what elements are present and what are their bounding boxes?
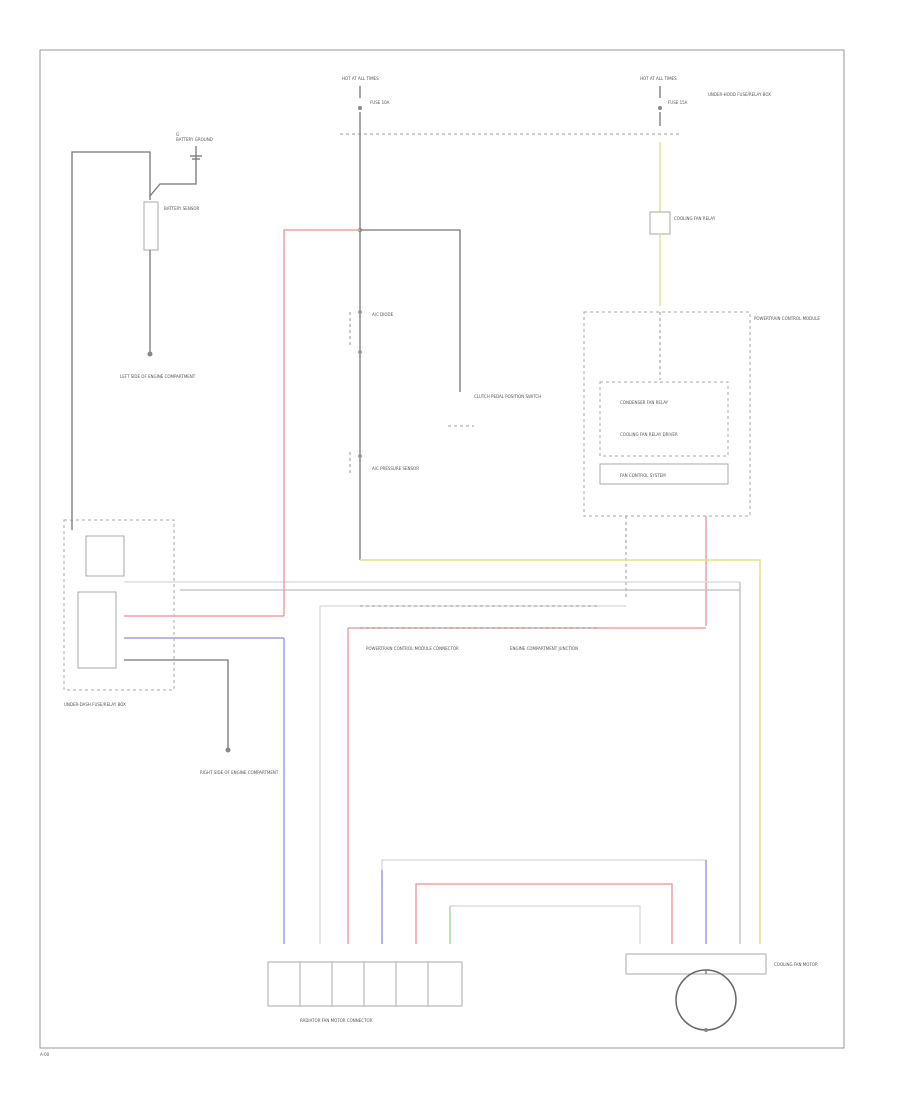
label-sensor-note: A/C PRESSURE SENSOR [372,466,419,471]
label-fuse-right-note: UNDER-HOOD FUSE/RELAY BOX [708,92,771,97]
label-hot-left: HOT AT ALL TIMES [342,76,379,81]
battery-sensor-branch: G BATTERY GROUND BATTERY SENSOR LEFT SID… [71,132,213,520]
label-pcm-box1: CONDENSER FAN RELAY [620,400,669,405]
label-hot-right: HOT AT ALL TIMES [640,76,677,81]
label-ground-top-left-note: BATTERY GROUND [176,137,213,142]
label-gnd-mid-note: RIGHT SIDE OF ENGINE COMPARTMENT [200,770,279,775]
battery-sensor-resistor [143,201,159,251]
pcm-box-condenser [599,381,729,457]
diode-switch-icon [349,310,362,354]
pcm-box-fan-control [599,463,729,485]
ground-mid-icon [225,747,231,753]
bottom-connector: RADIATOR FAN MOTOR CONNECTOR [267,961,463,1023]
label-pcm-box3: FAN CONTROL SYSTEM [620,473,666,478]
label-pcm-box2: COOLING FAN RELAY DRIVER [620,432,678,437]
label-fuse-left: FUSE 10A [370,100,390,105]
label-gnd-left-note: LEFT SIDE OF ENGINE COMPARTMENT [120,374,196,379]
label-bottom-connector: RADIATOR FAN MOTOR CONNECTOR [300,1018,373,1023]
label-connector-1: POWERTRAIN CONTROL MODULE CONNECTOR [366,646,459,651]
under-dash-module: UNDER-DASH FUSE/RELAY BOX [63,519,175,707]
fuse-box-top [340,86,680,135]
relay-block-bottom [77,591,117,669]
label-connector-2: ENGINE COMPARTMENT JUNCTION [510,646,578,651]
label-right-relay-note: COOLING FAN RELAY [674,216,716,221]
label-left-module: UNDER-DASH FUSE/RELAY BOX [64,702,126,707]
center-circuit: A/C DIODE CLUTCH PEDAL POSITION SWITCH A… [349,126,541,560]
fuse-right-icon [658,106,662,110]
cooling-fan-relay [649,211,671,235]
label-motor: COOLING FAN MOTOR [774,962,818,967]
label-pcm: POWERTRAIN CONTROL MODULE [754,316,820,321]
label-resistor-note: BATTERY SENSOR [164,206,199,211]
fan-motor: COOLING FAN MOTOR [625,953,818,1032]
motor-icon [675,969,737,1031]
label-fuse-right: FUSE 15A [668,100,688,105]
right-circuit: COOLING FAN RELAY POWERTRAIN CONTROL MOD… [583,142,820,626]
footer-code: A-00 [40,1052,50,1057]
ground-left-icon [147,351,153,357]
label-ground-top-left: G [176,132,179,137]
junction-connectors: POWERTRAIN CONTROL MODULE CONNECTOR ENGI… [320,605,706,651]
relay-block-top [85,535,125,577]
label-switch-note: CLUTCH PEDAL POSITION SWITCH [474,394,541,399]
diagram-frame [39,49,845,1049]
pressure-sensor-icon [349,452,362,476]
fuse-left-icon [358,106,362,110]
pcm-module [583,311,751,517]
label-relay-note: A/C DIODE [372,312,394,317]
